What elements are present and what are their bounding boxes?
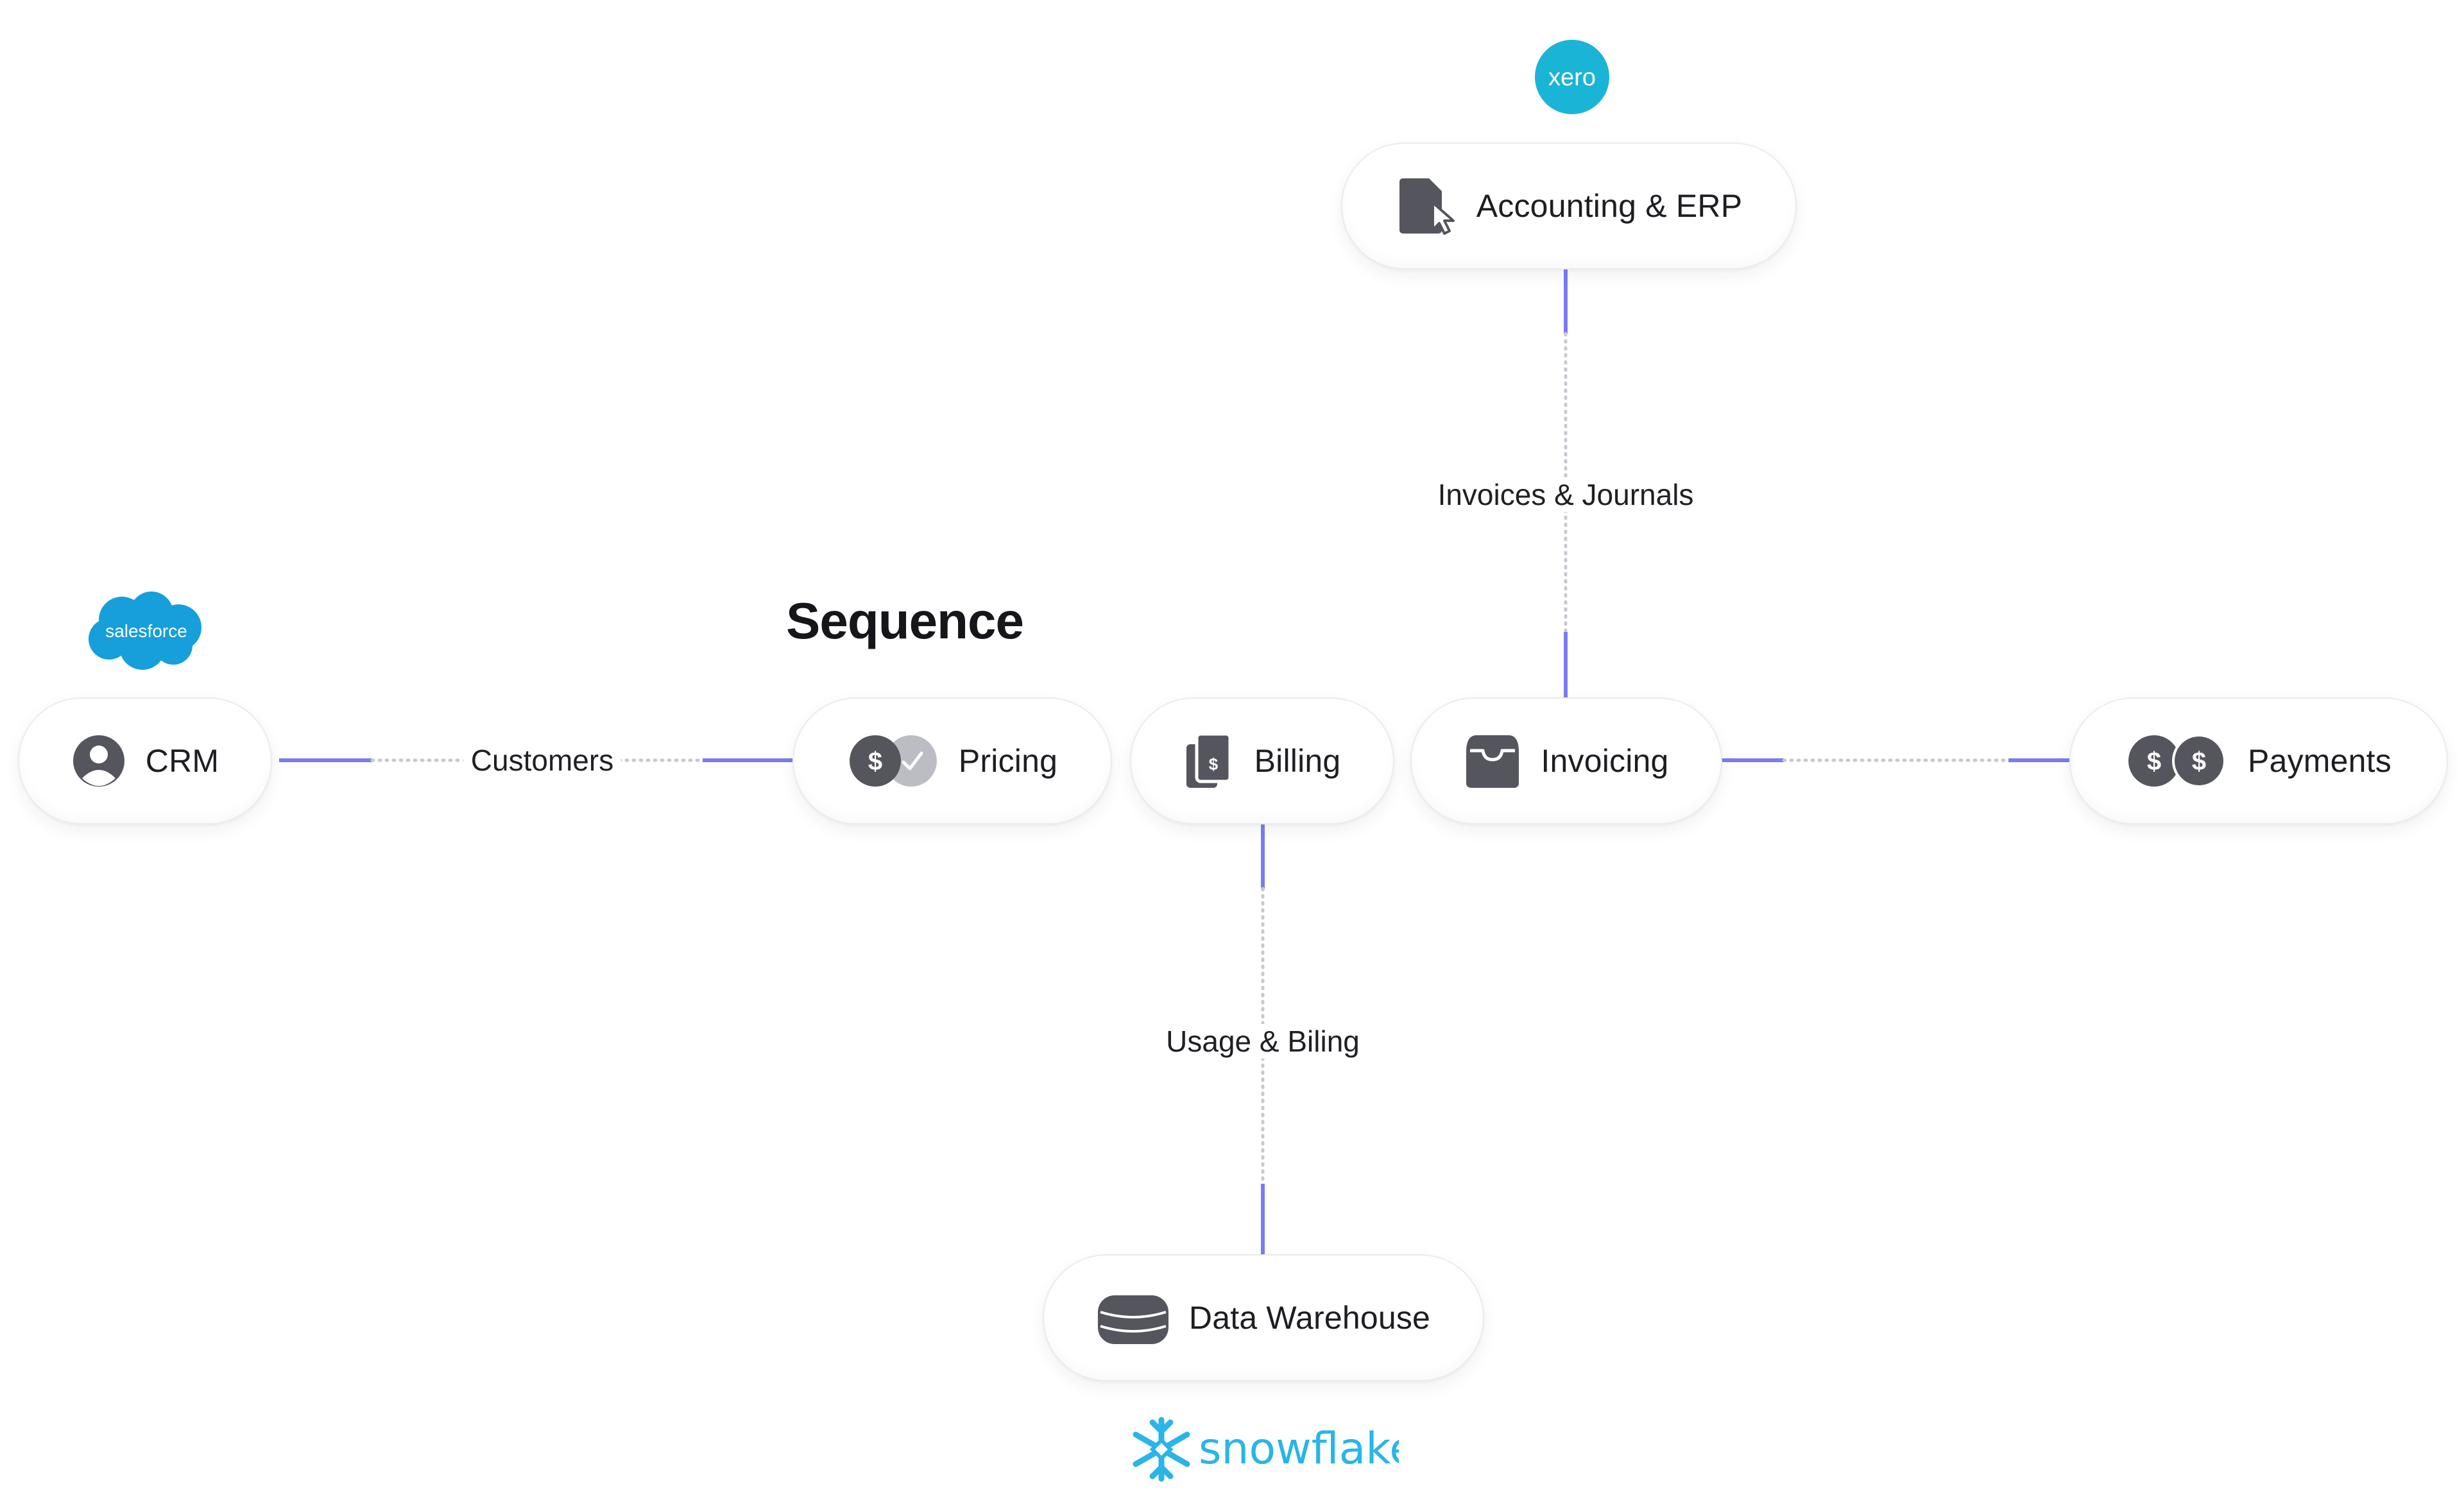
svg-text:$: $: [868, 747, 882, 776]
stacked-bills-icon: $: [1186, 732, 1232, 788]
diagram-title: Sequence: [786, 592, 1024, 649]
database-icon: [1097, 1295, 1168, 1344]
node-label: Accounting & ERP: [1476, 188, 1743, 224]
node-payments[interactable]: $ $ Payments: [2069, 697, 2448, 824]
salesforce-logo: salesforce: [83, 589, 205, 677]
node-label: CRM: [145, 743, 219, 779]
edge-label-invoices-journals: Invoices & Journals: [1430, 477, 1702, 512]
node-pricing[interactable]: $ Pricing: [792, 697, 1112, 824]
svg-text:$: $: [2192, 747, 2206, 776]
node-label: Data Warehouse: [1188, 1300, 1431, 1336]
user-avatar-icon: [73, 735, 124, 787]
price-check-icon: $: [849, 735, 937, 787]
edge-label-customers: Customers: [463, 743, 622, 778]
edge-label-usage-billing: Usage & Biling: [1158, 1024, 1367, 1059]
xero-logo: xero: [1534, 38, 1611, 119]
node-crm[interactable]: CRM: [18, 697, 272, 824]
node-label: Invoicing: [1541, 743, 1669, 779]
node-data-warehouse[interactable]: Data Warehouse: [1043, 1254, 1484, 1381]
node-accounting-erp[interactable]: Accounting & ERP: [1341, 142, 1797, 269]
node-label: Billing: [1254, 743, 1341, 779]
node-invoicing[interactable]: Invoicing: [1410, 697, 1722, 824]
node-label: Payments: [2248, 743, 2391, 779]
svg-text:$: $: [2147, 747, 2161, 776]
document-cursor-icon: [1399, 178, 1455, 235]
node-label: Pricing: [958, 743, 1058, 779]
xero-wordmark: xero: [1548, 64, 1596, 91]
snowflake-logo: snowflake: [1129, 1415, 1416, 1488]
node-billing[interactable]: $ Billing: [1130, 697, 1394, 824]
salesforce-wordmark: salesforce: [105, 621, 187, 641]
snowflake-wordmark: snowflake: [1199, 1424, 1399, 1474]
dollar-coins-icon: $ $: [2128, 734, 2227, 788]
svg-text:$: $: [1208, 754, 1218, 774]
inbox-tray-icon: [1466, 735, 1519, 788]
